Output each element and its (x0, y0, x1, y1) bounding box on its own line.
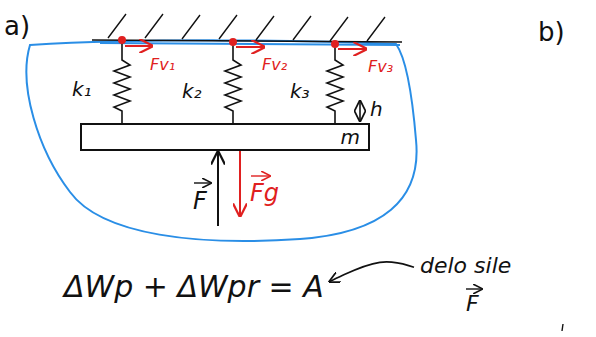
vector-sign (466, 288, 482, 289)
label: k₂ (182, 80, 202, 102)
label: k₃ (290, 80, 310, 102)
tick-mark (562, 324, 563, 331)
label: Fg (250, 180, 279, 206)
leader-line (330, 262, 414, 282)
springs (114, 41, 343, 123)
system-boundary (26, 40, 416, 241)
label: F (193, 188, 207, 214)
ceiling-contact (100, 43, 400, 45)
label: Fv₁ (150, 56, 175, 74)
mass-bar: m (80, 123, 370, 151)
label: ΔWp + ΔWpr = A (64, 270, 324, 303)
reaction-forces (119, 37, 366, 49)
label: a) (4, 12, 30, 41)
height-arrow (359, 101, 361, 121)
force-arrow (217, 152, 219, 226)
label: h (370, 98, 383, 120)
gravity-arrow (239, 150, 241, 216)
vector-sign (194, 182, 211, 183)
label: k₁ (72, 78, 92, 100)
vector-sign (251, 175, 270, 176)
label: Fv₂ (262, 56, 287, 74)
label: Fv₃ (368, 58, 393, 76)
mass-label: m (341, 126, 360, 148)
label: F (466, 292, 479, 316)
ceiling (92, 14, 402, 42)
label: delo sile (420, 254, 511, 278)
label: b) (538, 18, 565, 47)
